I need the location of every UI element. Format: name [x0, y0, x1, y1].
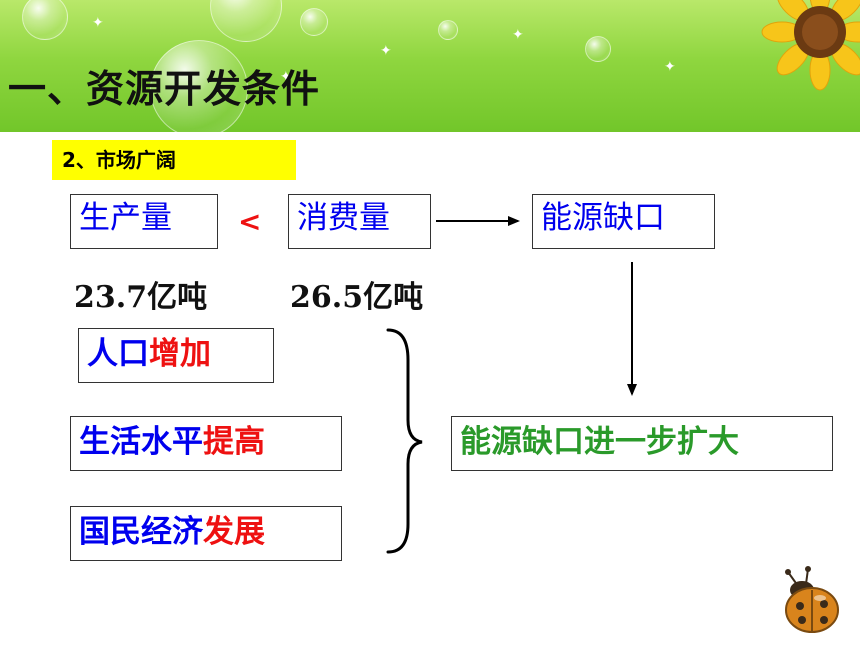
- bubble-decoration: [210, 0, 282, 42]
- less-than-sign: <: [238, 205, 262, 238]
- production-box: 生产量: [70, 194, 218, 249]
- sunflower-icon: [761, 0, 860, 91]
- factor-prefix: 国民经济: [79, 514, 203, 550]
- sparkle-icon: ✦: [512, 27, 524, 43]
- production-label: 生产量: [79, 200, 172, 236]
- bubble-decoration: [150, 40, 248, 132]
- sparkle-icon: ✦: [92, 15, 104, 31]
- factor-box-economy: 国民经济发展: [70, 506, 342, 561]
- factor-suffix: 提高: [203, 424, 265, 460]
- factor-box-living-standard: 生活水平提高: [70, 416, 342, 471]
- factor-suffix: 发展: [203, 514, 265, 550]
- curly-brace: [386, 328, 423, 554]
- result-box: 能源缺口进一步扩大: [451, 416, 833, 471]
- sparkle-icon: ✦: [380, 43, 392, 59]
- consumption-box: 消费量: [288, 194, 431, 249]
- consumption-label: 消费量: [297, 200, 390, 236]
- bubble-decoration: [585, 36, 611, 62]
- ladybug-icon: [785, 566, 839, 633]
- energy-gap-box: 能源缺口: [532, 194, 715, 249]
- bubble-decoration: [300, 8, 328, 36]
- energy-gap-label: 能源缺口: [541, 200, 665, 236]
- header-banner: ✦ ✦ ✦ ✦ ✦ 一、资源开发条件: [0, 0, 860, 132]
- bubble-decoration: [438, 20, 458, 40]
- factor-box-population: 人口增加: [78, 328, 274, 383]
- consumption-value: 26.5亿吨: [290, 280, 424, 315]
- sparkle-icon: ✦: [280, 69, 292, 85]
- production-value: 23.7亿吨: [74, 280, 208, 315]
- factor-prefix: 生活水平: [79, 424, 203, 460]
- bubble-decoration: [22, 0, 68, 40]
- result-label: 能源缺口进一步扩大: [460, 424, 739, 460]
- page-title: 一、资源开发条件: [8, 67, 321, 111]
- section-subheading: 2、市场广阔: [52, 140, 296, 180]
- factor-suffix: 增加: [149, 336, 211, 372]
- sparkle-icon: ✦: [664, 59, 676, 75]
- factor-prefix: 人口: [87, 336, 149, 372]
